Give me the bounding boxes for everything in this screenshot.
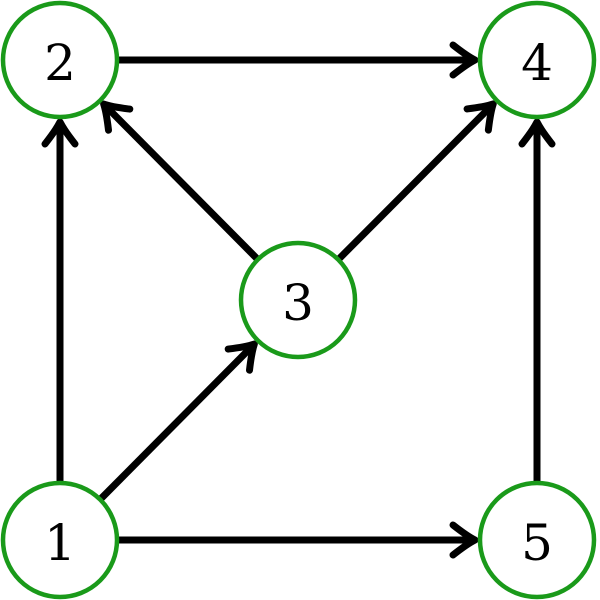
edge-3-2	[100, 100, 261, 262]
arrowhead-icon	[518, 118, 556, 148]
edge-line	[97, 342, 256, 502]
edges-layer	[41, 41, 556, 559]
edge-line	[335, 102, 495, 263]
edge-1-3	[97, 340, 258, 502]
edge-line	[102, 102, 261, 262]
edge-5-4	[518, 118, 556, 483]
node-4-circle	[477, 0, 597, 120]
arrowhead-icon	[449, 521, 479, 559]
edge-1-5	[117, 521, 479, 559]
node-2-circle	[0, 0, 120, 120]
edge-1-2	[41, 118, 79, 483]
edge-3-4	[335, 100, 497, 263]
node-3-circle	[238, 240, 358, 360]
arrowhead-icon	[463, 100, 497, 134]
arrowhead-icon	[224, 340, 258, 374]
arrowhead-icon	[41, 118, 79, 148]
arrowhead-icon	[100, 100, 134, 134]
edge-2-4	[117, 41, 479, 79]
node-5-circle	[477, 480, 597, 600]
arrowhead-icon	[449, 41, 479, 79]
node-1-circle	[0, 480, 120, 600]
